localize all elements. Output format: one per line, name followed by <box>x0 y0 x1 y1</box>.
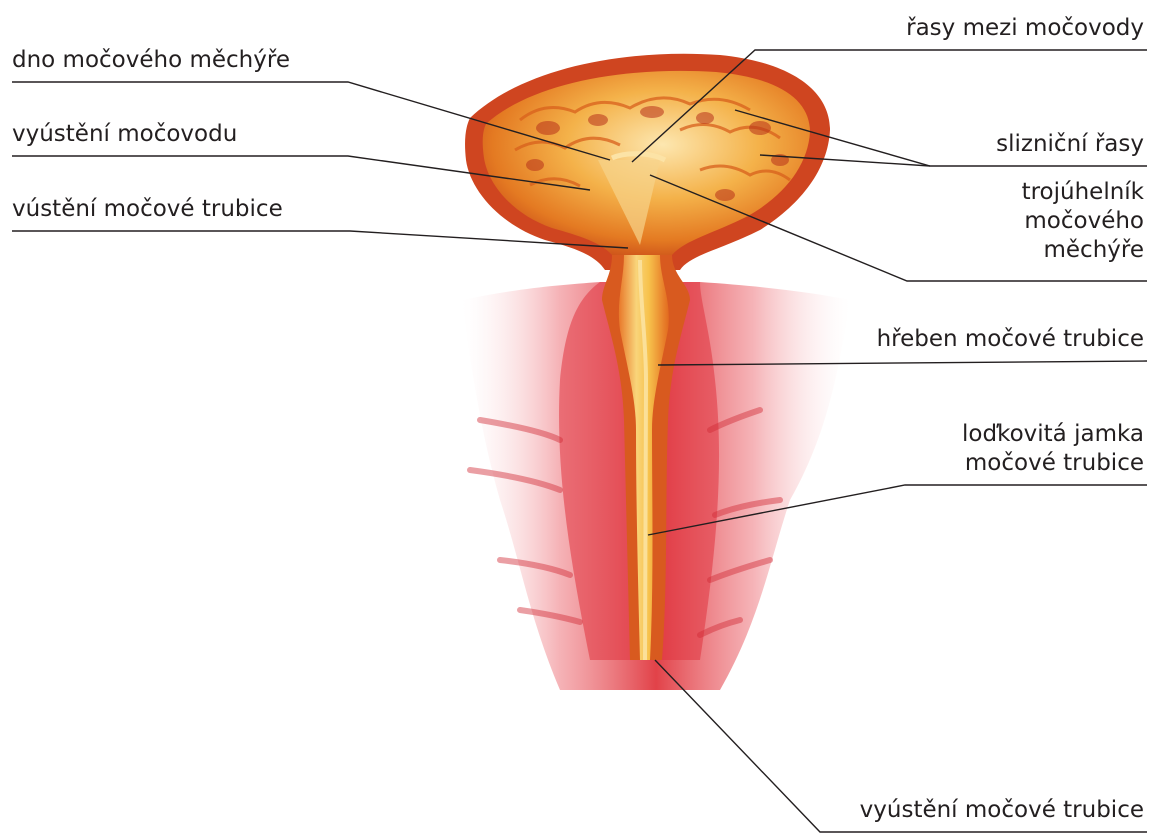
label-vyusteni-mocove-trubice: vyústění močové trubice <box>860 796 1144 825</box>
label-trojuhelnik-line-2: močového <box>1022 207 1144 236</box>
label-trojuhelnik-mocoveho-mechyre: trojúhelník močového měchýře <box>1022 178 1144 265</box>
urinary-bladder <box>465 54 830 270</box>
label-lodkovita-jamka: loďkovitá jamka močové trubice <box>962 420 1144 478</box>
label-dno-mocoveho-mechyre: dno močového měchýře <box>12 46 290 75</box>
label-sliznicni-rasy: slizniční řasy <box>996 130 1144 159</box>
label-lodkovita-line-1: loďkovitá jamka <box>962 420 1144 449</box>
label-trojuhelnik-line-1: trojúhelník <box>1022 178 1144 207</box>
label-vusteni-mocove-trubice: vústění močové trubice <box>12 195 283 224</box>
label-lodkovita-line-2: močové trubice <box>962 449 1144 478</box>
label-hreben-mocove-trubice: hřeben močové trubice <box>877 325 1144 354</box>
label-trojuhelnik-line-3: měchýře <box>1022 236 1144 265</box>
label-rasy-mezi-mocovody: řasy mezi močovody <box>906 14 1144 43</box>
label-vyusteni-mocovodu: vyústění močovodu <box>12 120 237 149</box>
